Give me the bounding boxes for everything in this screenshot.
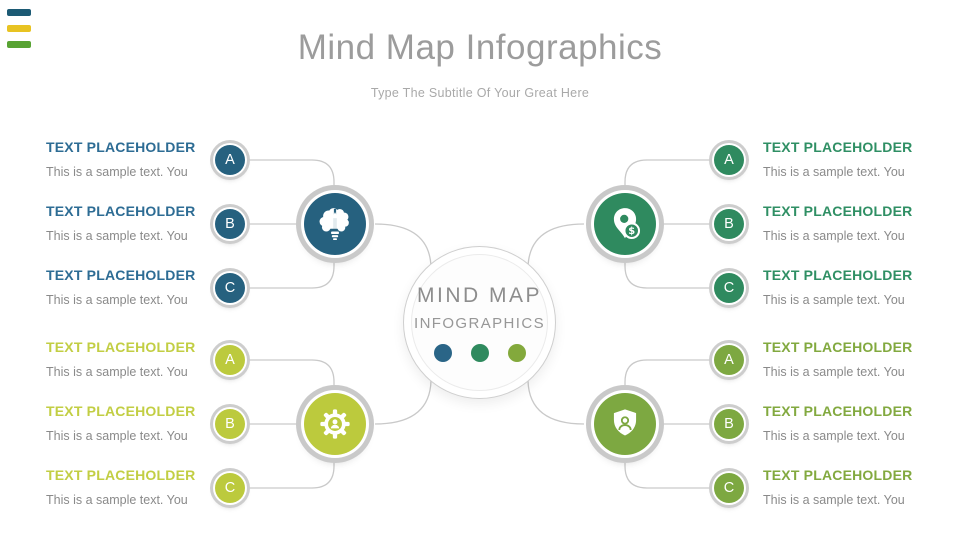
center-topic-circle: MIND MAP INFOGRAPHICS bbox=[403, 246, 556, 399]
row-heading: TEXT PLACEHOLDER bbox=[46, 467, 196, 483]
center-dot-olive bbox=[507, 343, 526, 362]
item-letter: A bbox=[724, 152, 734, 168]
row-body: This is a sample text. You bbox=[46, 293, 188, 307]
center-title-line2: INFOGRAPHICS bbox=[414, 314, 545, 332]
shield-person-icon bbox=[613, 409, 637, 436]
item-letter: C bbox=[224, 280, 236, 296]
row-body: This is a sample text. You bbox=[46, 493, 188, 507]
item-circle-tl-c: C bbox=[215, 273, 245, 303]
text-row-tr-a: TEXT PLACEHOLDER This is a sample text. … bbox=[763, 139, 960, 179]
page-subtitle: Type The Subtitle Of Your Great Here bbox=[370, 86, 590, 100]
center-dot-blue bbox=[433, 343, 452, 362]
row-body: This is a sample text. You bbox=[763, 293, 905, 307]
text-row-tr-b: TEXT PLACEHOLDER This is a sample text. … bbox=[763, 203, 960, 243]
gear-person-icon bbox=[320, 409, 350, 439]
item-letter: B bbox=[724, 416, 734, 432]
decoration-bar-3 bbox=[7, 41, 31, 48]
row-heading: TEXT PLACEHOLDER bbox=[46, 267, 196, 283]
money-location-icon: $ bbox=[613, 208, 641, 240]
center-topic-inner: MIND MAP INFOGRAPHICS bbox=[411, 254, 548, 391]
row-heading: TEXT PLACEHOLDER bbox=[763, 403, 913, 419]
item-letter: B bbox=[225, 416, 235, 432]
item-circle-tr-c: C bbox=[714, 273, 744, 303]
center-title-line1: MIND MAP bbox=[417, 283, 542, 307]
item-circle-tr-a: A bbox=[714, 145, 744, 175]
brain-idea-icon bbox=[319, 208, 349, 240]
row-heading: TEXT PLACEHOLDER bbox=[46, 139, 196, 155]
item-circle-br-a: A bbox=[714, 345, 744, 375]
row-heading: TEXT PLACEHOLDER bbox=[46, 403, 196, 419]
text-row-bl-a: TEXT PLACEHOLDER This is a sample text. … bbox=[46, 339, 261, 379]
text-row-br-b: TEXT PLACEHOLDER This is a sample text. … bbox=[763, 403, 960, 443]
decoration-bar-1 bbox=[7, 9, 31, 16]
text-row-bl-b: TEXT PLACEHOLDER This is a sample text. … bbox=[46, 403, 261, 443]
item-letter: A bbox=[724, 352, 734, 368]
text-row-br-a: TEXT PLACEHOLDER This is a sample text. … bbox=[763, 339, 960, 379]
row-body: This is a sample text. You bbox=[763, 165, 905, 179]
row-heading: TEXT PLACEHOLDER bbox=[763, 467, 913, 483]
row-body: This is a sample text. You bbox=[46, 429, 188, 443]
item-letter: B bbox=[225, 216, 235, 232]
item-circle-tl-b: B bbox=[215, 209, 245, 239]
item-circle-bl-a: A bbox=[215, 345, 245, 375]
branch-node-bottom-right bbox=[594, 393, 656, 455]
item-circle-br-b: B bbox=[714, 409, 744, 439]
item-circle-tl-a: A bbox=[215, 145, 245, 175]
row-body: This is a sample text. You bbox=[763, 365, 905, 379]
center-dot-green bbox=[470, 343, 489, 362]
branch-node-bottom-left bbox=[304, 393, 366, 455]
text-row-tr-c: TEXT PLACEHOLDER This is a sample text. … bbox=[763, 267, 960, 307]
svg-text:$: $ bbox=[628, 226, 635, 237]
item-circle-tr-b: B bbox=[714, 209, 744, 239]
row-heading: TEXT PLACEHOLDER bbox=[46, 339, 196, 355]
row-body: This is a sample text. You bbox=[46, 365, 188, 379]
row-body: This is a sample text. You bbox=[763, 229, 905, 243]
branch-node-top-left bbox=[304, 193, 366, 255]
page-title: Mind Map Infographics bbox=[297, 28, 663, 67]
row-body: This is a sample text. You bbox=[46, 165, 188, 179]
row-heading: TEXT PLACEHOLDER bbox=[763, 203, 913, 219]
item-letter: A bbox=[225, 352, 235, 368]
branch-node-top-right: $ bbox=[594, 193, 656, 255]
text-row-tl-c: TEXT PLACEHOLDER This is a sample text. … bbox=[46, 267, 261, 307]
decoration-bar-2 bbox=[7, 25, 31, 32]
item-letter: A bbox=[225, 152, 235, 168]
item-letter: C bbox=[723, 280, 735, 296]
text-row-bl-c: TEXT PLACEHOLDER This is a sample text. … bbox=[46, 467, 261, 507]
row-body: This is a sample text. You bbox=[46, 229, 188, 243]
item-letter: B bbox=[724, 216, 734, 232]
text-row-br-c: TEXT PLACEHOLDER This is a sample text. … bbox=[763, 467, 960, 507]
row-heading: TEXT PLACEHOLDER bbox=[763, 139, 913, 155]
item-circle-bl-b: B bbox=[215, 409, 245, 439]
row-body: This is a sample text. You bbox=[763, 493, 905, 507]
text-row-tl-b: TEXT PLACEHOLDER This is a sample text. … bbox=[46, 203, 261, 243]
item-circle-bl-c: C bbox=[215, 473, 245, 503]
row-body: This is a sample text. You bbox=[763, 429, 905, 443]
text-row-tl-a: TEXT PLACEHOLDER This is a sample text. … bbox=[46, 139, 261, 179]
row-heading: TEXT PLACEHOLDER bbox=[46, 203, 196, 219]
item-letter: C bbox=[723, 480, 735, 496]
center-dots bbox=[433, 343, 526, 362]
row-heading: TEXT PLACEHOLDER bbox=[763, 339, 913, 355]
item-letter: C bbox=[224, 480, 236, 496]
item-circle-br-c: C bbox=[714, 473, 744, 503]
row-heading: TEXT PLACEHOLDER bbox=[763, 267, 913, 283]
